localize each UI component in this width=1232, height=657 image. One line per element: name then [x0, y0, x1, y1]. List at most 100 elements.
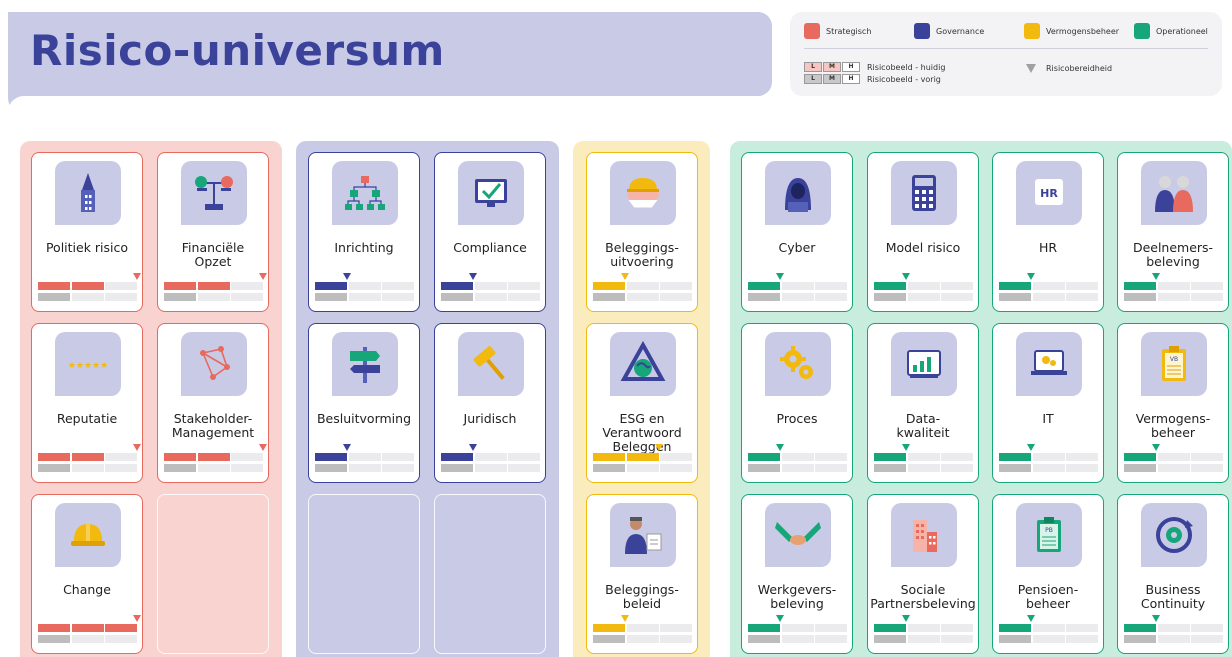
level-segment [815, 282, 847, 290]
risk-previous-bar [38, 635, 139, 643]
risk-level-bars [1124, 444, 1224, 477]
level-segment [1066, 293, 1098, 301]
legend-item-operationeel: Operationeel [1134, 23, 1208, 39]
level-segment [1032, 293, 1065, 301]
risk-previous-bar [315, 464, 416, 472]
level-segment [348, 282, 381, 290]
risk-appetite-marker [259, 444, 267, 451]
risk-card-it[interactable]: IT [992, 323, 1104, 483]
risk-level-bars [748, 444, 849, 477]
risk-appetite-marker [259, 273, 267, 280]
level-segment [1124, 453, 1156, 461]
risk-card-werkgevers-beleving[interactable]: Werkgevers- beleving [741, 494, 853, 654]
handshake-icon [765, 503, 831, 567]
risk-card-change[interactable]: Change [31, 494, 143, 654]
level-segment [626, 624, 659, 632]
risk-card-label: Deelnemers- beleving [1132, 240, 1214, 269]
legend-divider [804, 48, 1208, 49]
risk-card-beleggings-beleid[interactable]: Beleggings- beleid [586, 494, 698, 654]
level-segment [197, 464, 230, 472]
risk-card-cyber[interactable]: Cyber [741, 152, 853, 312]
risk-previous-bar [999, 635, 1100, 643]
risk-previous-bar [748, 464, 849, 472]
risk-card-reputatie[interactable]: ★★★★★ Reputatie [31, 323, 143, 483]
risk-card-label: Financiële Opzet [181, 240, 245, 269]
risk-card-label: Werkgevers- beleving [757, 582, 837, 611]
risk-card-data-kwaliteit[interactable]: Data- kwaliteit [867, 323, 979, 483]
risk-card-juridisch[interactable]: Juridisch [434, 323, 546, 483]
level-segment [1157, 635, 1190, 643]
risk-card-deelnemers-beleving[interactable]: Deelnemers- beleving [1117, 152, 1229, 312]
risk-level-bars [1124, 615, 1225, 648]
risk-card-stakeholder-management[interactable]: Stakeholder- Management [157, 323, 269, 483]
five-stars-icon: ★★★★★ [55, 332, 121, 396]
risk-current-bar [999, 624, 1100, 632]
level-segment [105, 464, 137, 472]
clipboard-vb-icon: VB [1141, 332, 1207, 396]
level-segment [781, 453, 814, 461]
level-segment [626, 282, 659, 290]
risk-card-compliance[interactable]: Compliance [434, 152, 546, 312]
page-title: Risico-universum [30, 26, 445, 75]
risk-appetite-marker [343, 273, 351, 280]
risk-card-sociale-partnersbeleving[interactable]: Sociale Partnersbeleving [867, 494, 979, 654]
risk-current-bar [593, 282, 694, 290]
risk-previous-bar [315, 293, 416, 301]
level-segment [1157, 624, 1190, 632]
level-segment [348, 453, 381, 461]
org-chart-icon [332, 161, 398, 225]
balance-scale-icon [181, 161, 247, 225]
risk-card-politiek-risico[interactable]: Politiek risico [31, 152, 143, 312]
level-segment [315, 453, 347, 461]
risk-card-business-continuity[interactable]: Business Continuity [1117, 494, 1229, 654]
risk-card-besluitvorming[interactable]: Besluitvorming [308, 323, 420, 483]
level-segment [164, 282, 196, 290]
level-segment [508, 293, 540, 301]
risk-previous-bar [164, 464, 265, 472]
risk-level-bars [164, 273, 267, 306]
risk-appetite-marker [1152, 444, 1160, 451]
risk-current-bar [164, 282, 265, 290]
level-segment [874, 624, 906, 632]
risk-card-label: Juridisch [463, 411, 517, 426]
risk-previous-bar [441, 464, 542, 472]
risk-card-inrichting[interactable]: Inrichting [308, 152, 420, 312]
legend-current-label: Risicobeeld - huidig [867, 62, 946, 72]
risk-card-proces[interactable]: Proces [741, 323, 853, 483]
risk-level-bars [38, 273, 141, 306]
clipboard-pb-icon: PB [1016, 503, 1082, 567]
risk-appetite-marker [776, 615, 784, 622]
level-segment [38, 453, 70, 461]
risk-previous-bar [1124, 635, 1225, 643]
risk-card-label: Reputatie [56, 411, 118, 426]
level-segment [382, 453, 414, 461]
risk-card-beleggings-uitvoering[interactable]: Beleggings- uitvoering [586, 152, 698, 312]
level-segment [71, 464, 104, 472]
level-segment [71, 635, 104, 643]
laptop-code-icon [1016, 332, 1082, 396]
level-segment [815, 293, 847, 301]
level-segment [315, 464, 347, 472]
risk-card-model-risico[interactable]: Model risico [867, 152, 979, 312]
level-segment [1157, 464, 1190, 472]
risk-level-bars [748, 615, 848, 648]
level-segment [941, 293, 973, 301]
level-segment [1066, 282, 1098, 290]
level-segment [315, 293, 347, 301]
level-segment [38, 293, 70, 301]
risk-card-label: ESG en Verantwoord Beleggen [602, 411, 682, 454]
risk-card-financiële-opzet[interactable]: Financiële Opzet [157, 152, 269, 312]
risk-current-bar [38, 453, 139, 461]
gavel-icon [458, 332, 524, 396]
level-segment [874, 282, 906, 290]
level-segment [593, 453, 625, 461]
legend-label: Vermogensbeheer [1046, 26, 1120, 36]
level-segment [1191, 453, 1223, 461]
risk-card-esg-en-verantwoord-beleggen[interactable]: ESG en Verantwoord Beleggen [586, 323, 698, 483]
level-segment [941, 464, 973, 472]
